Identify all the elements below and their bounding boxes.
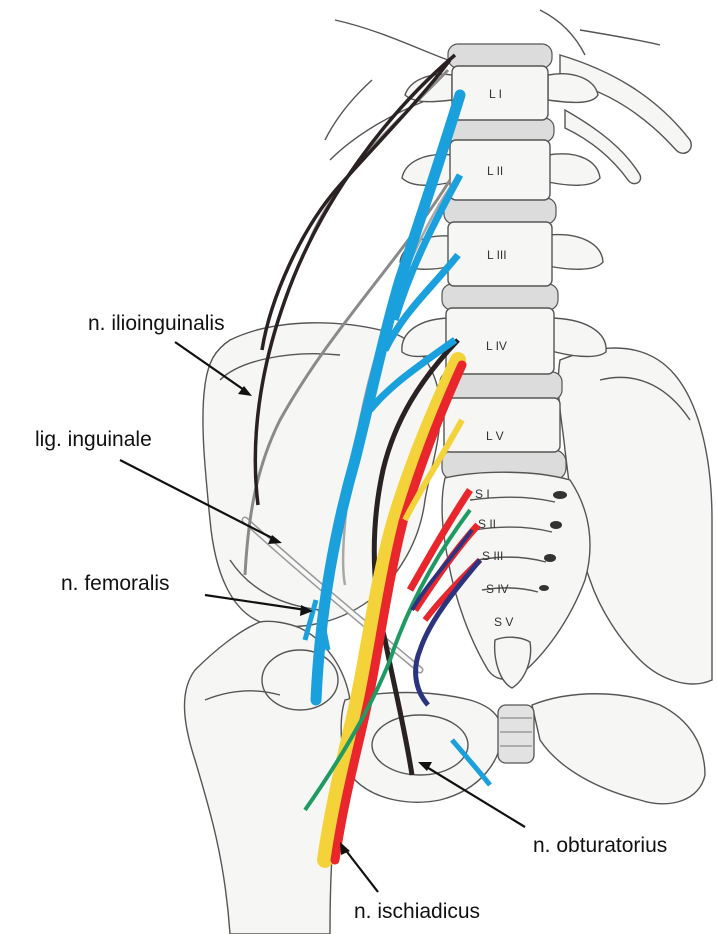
arrowhead-femoralis	[300, 605, 313, 616]
label-ischiadicus: n. ischiadicus	[354, 900, 480, 923]
pubic-bones	[340, 691, 706, 805]
vertebra-label-L1: L I	[489, 87, 502, 101]
label-ilioinguinalis: n. ilioinguinalis	[88, 312, 225, 335]
vertebra-label-L5: L V	[486, 429, 504, 443]
sacral-label-S4: S IV	[486, 582, 509, 596]
vertebra-label-L3: L III	[487, 248, 507, 262]
pudendal-nerve	[413, 558, 482, 707]
vertebra-L5	[443, 397, 561, 453]
vertebra-label-L4: L IV	[486, 339, 507, 353]
label-inguinale: lig. inguinale	[35, 428, 152, 451]
annotations: n. ilioinguinalis lig. inguinale n. femo…	[35, 312, 667, 923]
pubic-symphysis	[497, 704, 535, 764]
nerves	[243, 53, 492, 868]
sacrum: S I S II S III S IV S V	[441, 471, 591, 689]
vertebra-L4	[445, 307, 555, 375]
sacral-label-S2: S II	[478, 517, 496, 531]
lumbar-spine: L I L II L III L IV L V	[399, 43, 607, 481]
ilioinguinal-nerve	[260, 58, 452, 351]
left-iliac-bone	[557, 347, 713, 685]
arrowhead-obturatorius	[418, 762, 432, 771]
vertebra-L1	[451, 65, 549, 121]
sacral-label-S1: S I	[475, 487, 490, 501]
lateral-femoral-cutaneous-nerve	[243, 179, 452, 576]
navy-nerve-2	[410, 528, 474, 612]
femoral-nerve	[302, 89, 492, 787]
vertebra-label-L2: L II	[487, 164, 503, 178]
arrowhead-inguinale	[268, 535, 282, 544]
sacral-label-S5: S V	[494, 615, 513, 629]
vertebra-L2	[449, 139, 551, 201]
arrowhead-ilioinguinalis	[238, 386, 252, 396]
vertebra-L3	[447, 221, 553, 287]
label-femoralis: n. femoralis	[61, 572, 170, 595]
arrowhead-ischiadicus	[340, 842, 350, 855]
obturator-nerve	[371, 338, 460, 776]
iliohypogastric-nerve	[253, 53, 457, 506]
label-obturatorius: n. obturatorius	[533, 834, 667, 857]
green-nerve	[303, 508, 472, 812]
sacral-label-S3: S III	[482, 549, 503, 563]
